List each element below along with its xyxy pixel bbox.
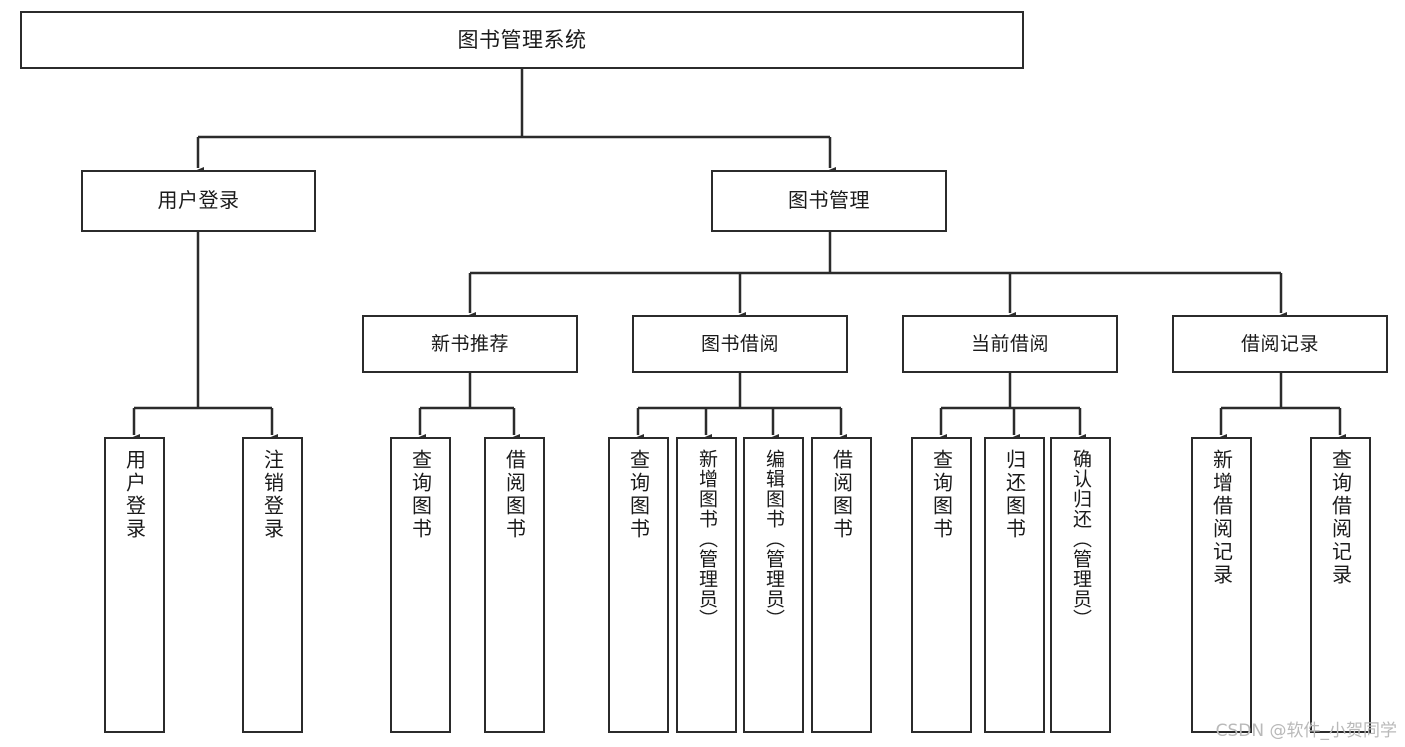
node-leaf-borrow-book-rec[interactable]: 借阅图书 [484, 437, 545, 733]
node-leaf-user-login[interactable]: 用户登录 [104, 437, 165, 733]
node-leaf-query-book-rec-label: 查询图书 [408, 449, 433, 541]
node-book-borrow-label: 图书借阅 [700, 332, 779, 355]
node-borrow-record[interactable]: 借阅记录 [1172, 315, 1388, 373]
node-leaf-user-login-label: 用户登录 [122, 449, 147, 541]
node-leaf-edit-book-label: 编辑图书（管理员） [763, 449, 785, 629]
node-root[interactable]: 图书管理系统 [20, 11, 1024, 69]
node-borrow-record-label: 借阅记录 [1240, 332, 1319, 355]
node-leaf-query-book-cur[interactable]: 查询图书 [911, 437, 972, 733]
node-leaf-query-record[interactable]: 查询借阅记录 [1310, 437, 1371, 733]
node-leaf-add-record-label: 新增借阅记录 [1209, 449, 1234, 587]
node-leaf-confirm-return-label: 确认归还（管理员） [1070, 449, 1092, 629]
node-leaf-edit-book[interactable]: 编辑图书（管理员） [743, 437, 804, 733]
node-current-borrow-label: 当前借阅 [970, 332, 1049, 355]
node-leaf-query-record-label: 查询借阅记录 [1328, 449, 1353, 587]
node-book-manage[interactable]: 图书管理 [711, 170, 947, 232]
node-book-borrow[interactable]: 图书借阅 [632, 315, 848, 373]
node-root-label: 图书管理系统 [457, 27, 587, 52]
node-leaf-add-book[interactable]: 新增图书（管理员） [676, 437, 737, 733]
node-leaf-confirm-return[interactable]: 确认归还（管理员） [1050, 437, 1111, 733]
node-new-book-rec[interactable]: 新书推荐 [362, 315, 578, 373]
node-current-borrow[interactable]: 当前借阅 [902, 315, 1118, 373]
node-leaf-return-book[interactable]: 归还图书 [984, 437, 1045, 733]
node-book-manage-label: 图书管理 [788, 188, 870, 213]
node-leaf-return-book-label: 归还图书 [1002, 449, 1027, 541]
node-leaf-add-record[interactable]: 新增借阅记录 [1191, 437, 1252, 733]
node-leaf-borrow-book-label: 借阅图书 [829, 449, 854, 541]
node-user-login[interactable]: 用户登录 [81, 170, 316, 232]
node-leaf-borrow-book-rec-label: 借阅图书 [502, 449, 527, 541]
node-leaf-add-book-label: 新增图书（管理员） [696, 449, 718, 629]
csdn-watermark: CSDN @软件_小贺同学 [1215, 721, 1397, 741]
node-leaf-user-logout[interactable]: 注销登录 [242, 437, 303, 733]
node-leaf-query-book-label: 查询图书 [626, 449, 651, 541]
node-user-login-label: 用户登录 [157, 188, 240, 213]
node-leaf-user-logout-label: 注销登录 [260, 449, 285, 541]
node-leaf-query-book-cur-label: 查询图书 [929, 449, 954, 541]
node-leaf-query-book-rec[interactable]: 查询图书 [390, 437, 451, 733]
node-leaf-query-book[interactable]: 查询图书 [608, 437, 669, 733]
node-new-book-rec-label: 新书推荐 [430, 332, 509, 355]
node-leaf-borrow-book[interactable]: 借阅图书 [811, 437, 872, 733]
